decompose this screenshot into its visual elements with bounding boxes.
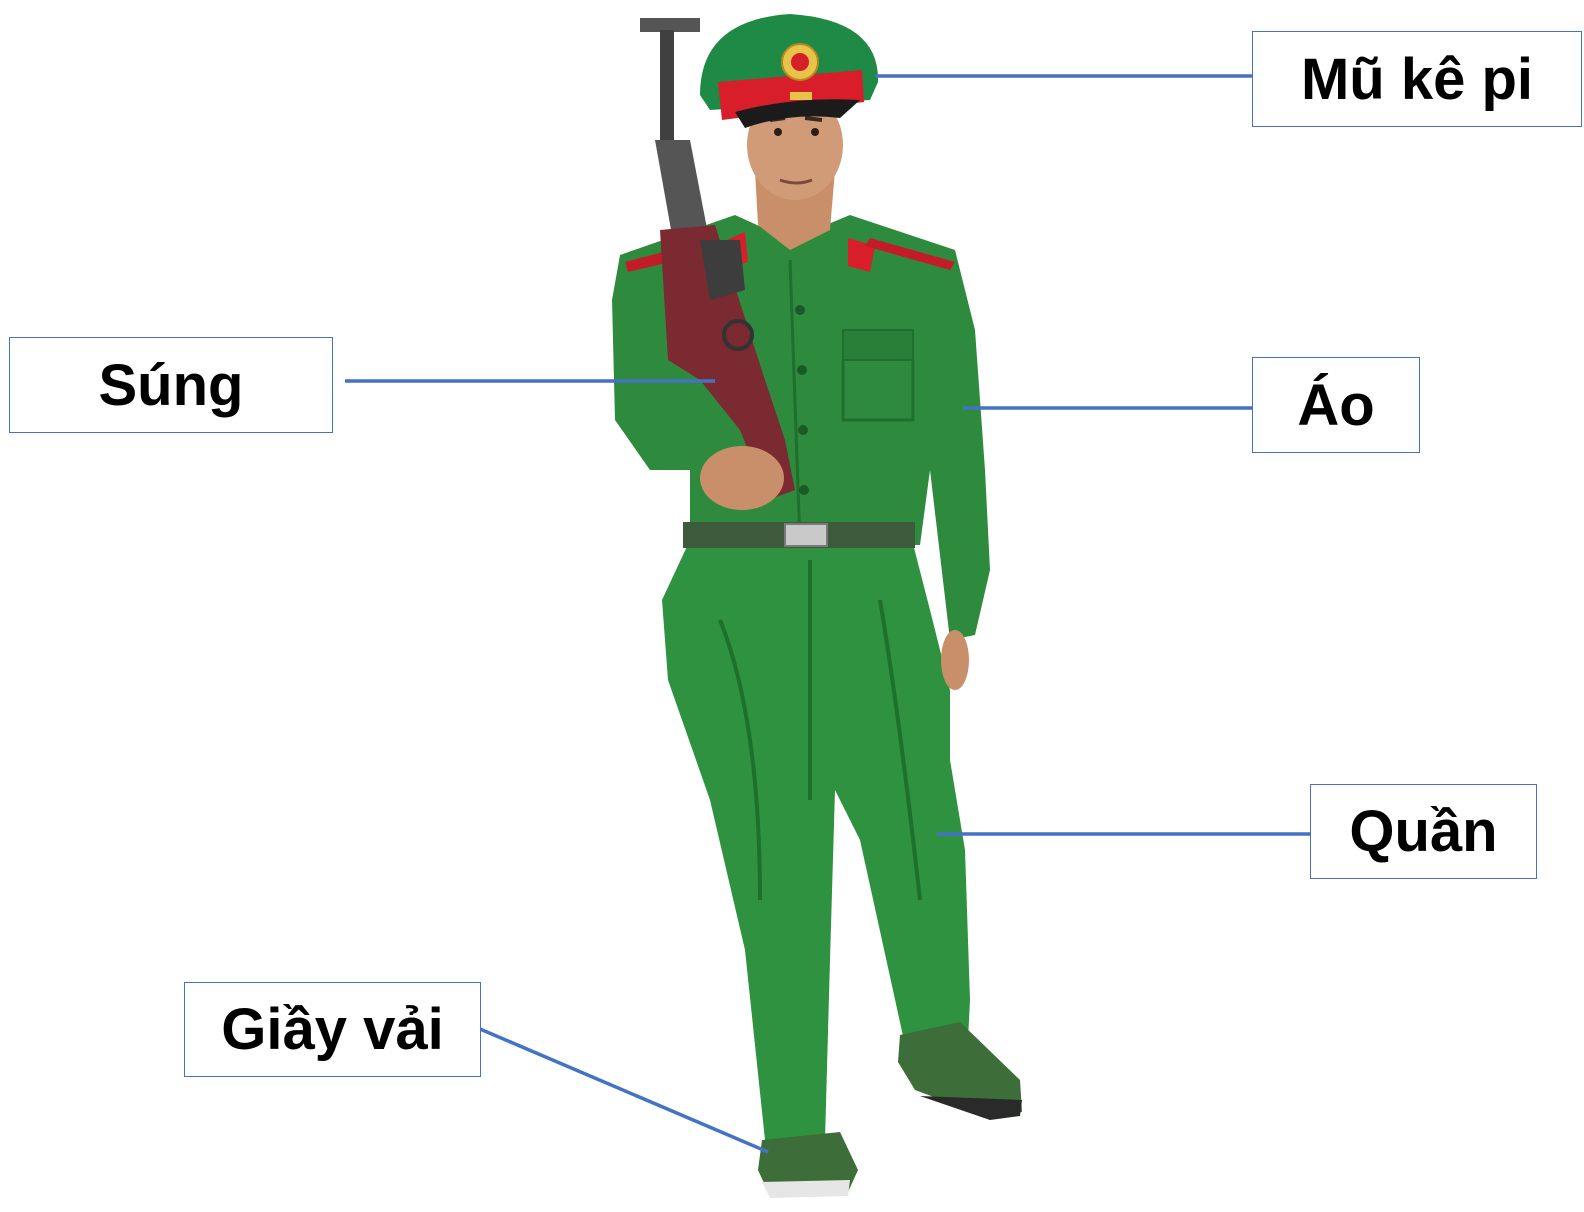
label-shirt: Áo bbox=[1252, 357, 1420, 453]
canvas-shoes bbox=[758, 1022, 1022, 1198]
label-gun-text: Súng bbox=[98, 352, 244, 418]
label-trousers: Quần bbox=[1310, 784, 1537, 879]
leader-lines bbox=[345, 74, 1310, 1154]
soldier-figure bbox=[612, 14, 1022, 1198]
rifle bbox=[640, 18, 795, 500]
leader-line-shoes bbox=[479, 1027, 769, 1154]
label-cap-text: Mũ kê pi bbox=[1300, 46, 1534, 112]
label-gun: Súng bbox=[9, 337, 333, 433]
label-shoes: Giầy vải bbox=[184, 982, 481, 1077]
label-trousers-text: Quần bbox=[1349, 799, 1498, 864]
label-shoes-text: Giầy vải bbox=[221, 997, 444, 1062]
peaked-cap bbox=[700, 14, 879, 128]
label-shirt-text: Áo bbox=[1297, 372, 1375, 438]
label-cap: Mũ kê pi bbox=[1252, 31, 1582, 127]
hand bbox=[700, 446, 784, 510]
